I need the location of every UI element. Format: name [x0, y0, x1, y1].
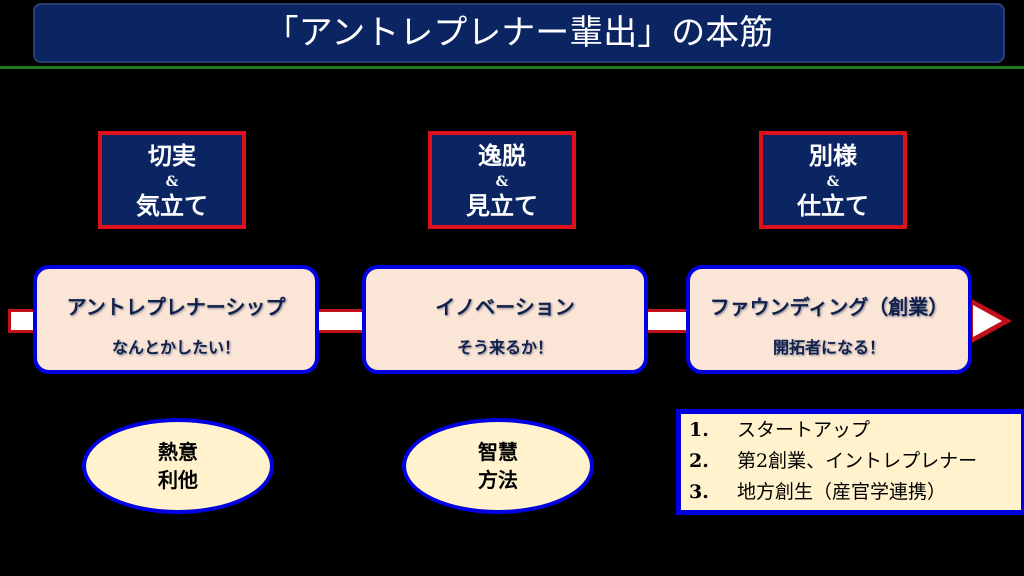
outcome-list: 1. スタートアップ 2. 第2創業、イントレプレナー 3. 地方創生（産官学連携）: [676, 409, 1024, 515]
list-number: 3.: [689, 481, 709, 503]
oval-line-1: 熱意: [158, 440, 198, 464]
stage-box-1: アントレプレナーシップなんとかしたい！: [33, 265, 319, 374]
label-bottom: 気立て: [136, 191, 208, 220]
stage-box-2: イノベーションそう来るか！: [362, 265, 648, 374]
stage-subtitle: なんとかしたい！: [111, 338, 240, 357]
slide-title: 「アントレプレナー輩出」の本筋: [33, 3, 1005, 63]
list-item: 2. 第2創業、イントレプレナー: [689, 447, 1013, 476]
stage-label-box-1: 切実 &気立て: [98, 131, 246, 229]
stage-label-box-3: 別様 &仕立て: [759, 131, 907, 229]
stage-subtitle: そう来るか！: [456, 338, 553, 357]
stage-label-box-2: 逸脱 &見立て: [428, 131, 576, 229]
oval-line-2: 方法: [478, 468, 518, 492]
label-amp: &: [165, 174, 179, 190]
stage-box-3: ファウンディング（創業） 開拓者になる！: [686, 265, 972, 374]
flow-arrow-head-fill: [973, 305, 1002, 337]
label-bottom: 仕立て: [797, 191, 869, 220]
list-text: 地方創生（産官学連携）: [737, 481, 947, 503]
stage-title: イノベーション: [435, 295, 575, 319]
oval-line-2: 利他: [158, 468, 198, 492]
list-text: スタートアップ: [737, 419, 871, 441]
label-top: 別様: [809, 141, 857, 170]
label-top: 切実: [148, 141, 196, 170]
divider-line: [0, 66, 1024, 69]
list-item: 3. 地方創生（産官学連携）: [689, 478, 1013, 507]
stage-title: ファウンディング（創業）: [709, 295, 949, 319]
list-number: 2.: [689, 450, 709, 472]
oval-2: 智慧方法: [402, 418, 594, 514]
label-bottom: 見立て: [466, 191, 538, 220]
oval-line-1: 智慧: [478, 440, 518, 464]
label-top: 逸脱: [478, 141, 526, 170]
list-text: 第2創業、イントレプレナー: [737, 450, 978, 472]
stage-subtitle: 開拓者になる！: [772, 338, 885, 357]
stage-title: アントレプレナーシップ: [66, 295, 286, 319]
list-number: 1.: [689, 419, 709, 441]
list-item: 1. スタートアップ: [689, 416, 1013, 445]
oval-1: 熱意利他: [82, 418, 274, 514]
label-amp: &: [495, 174, 509, 190]
label-amp: &: [826, 174, 840, 190]
